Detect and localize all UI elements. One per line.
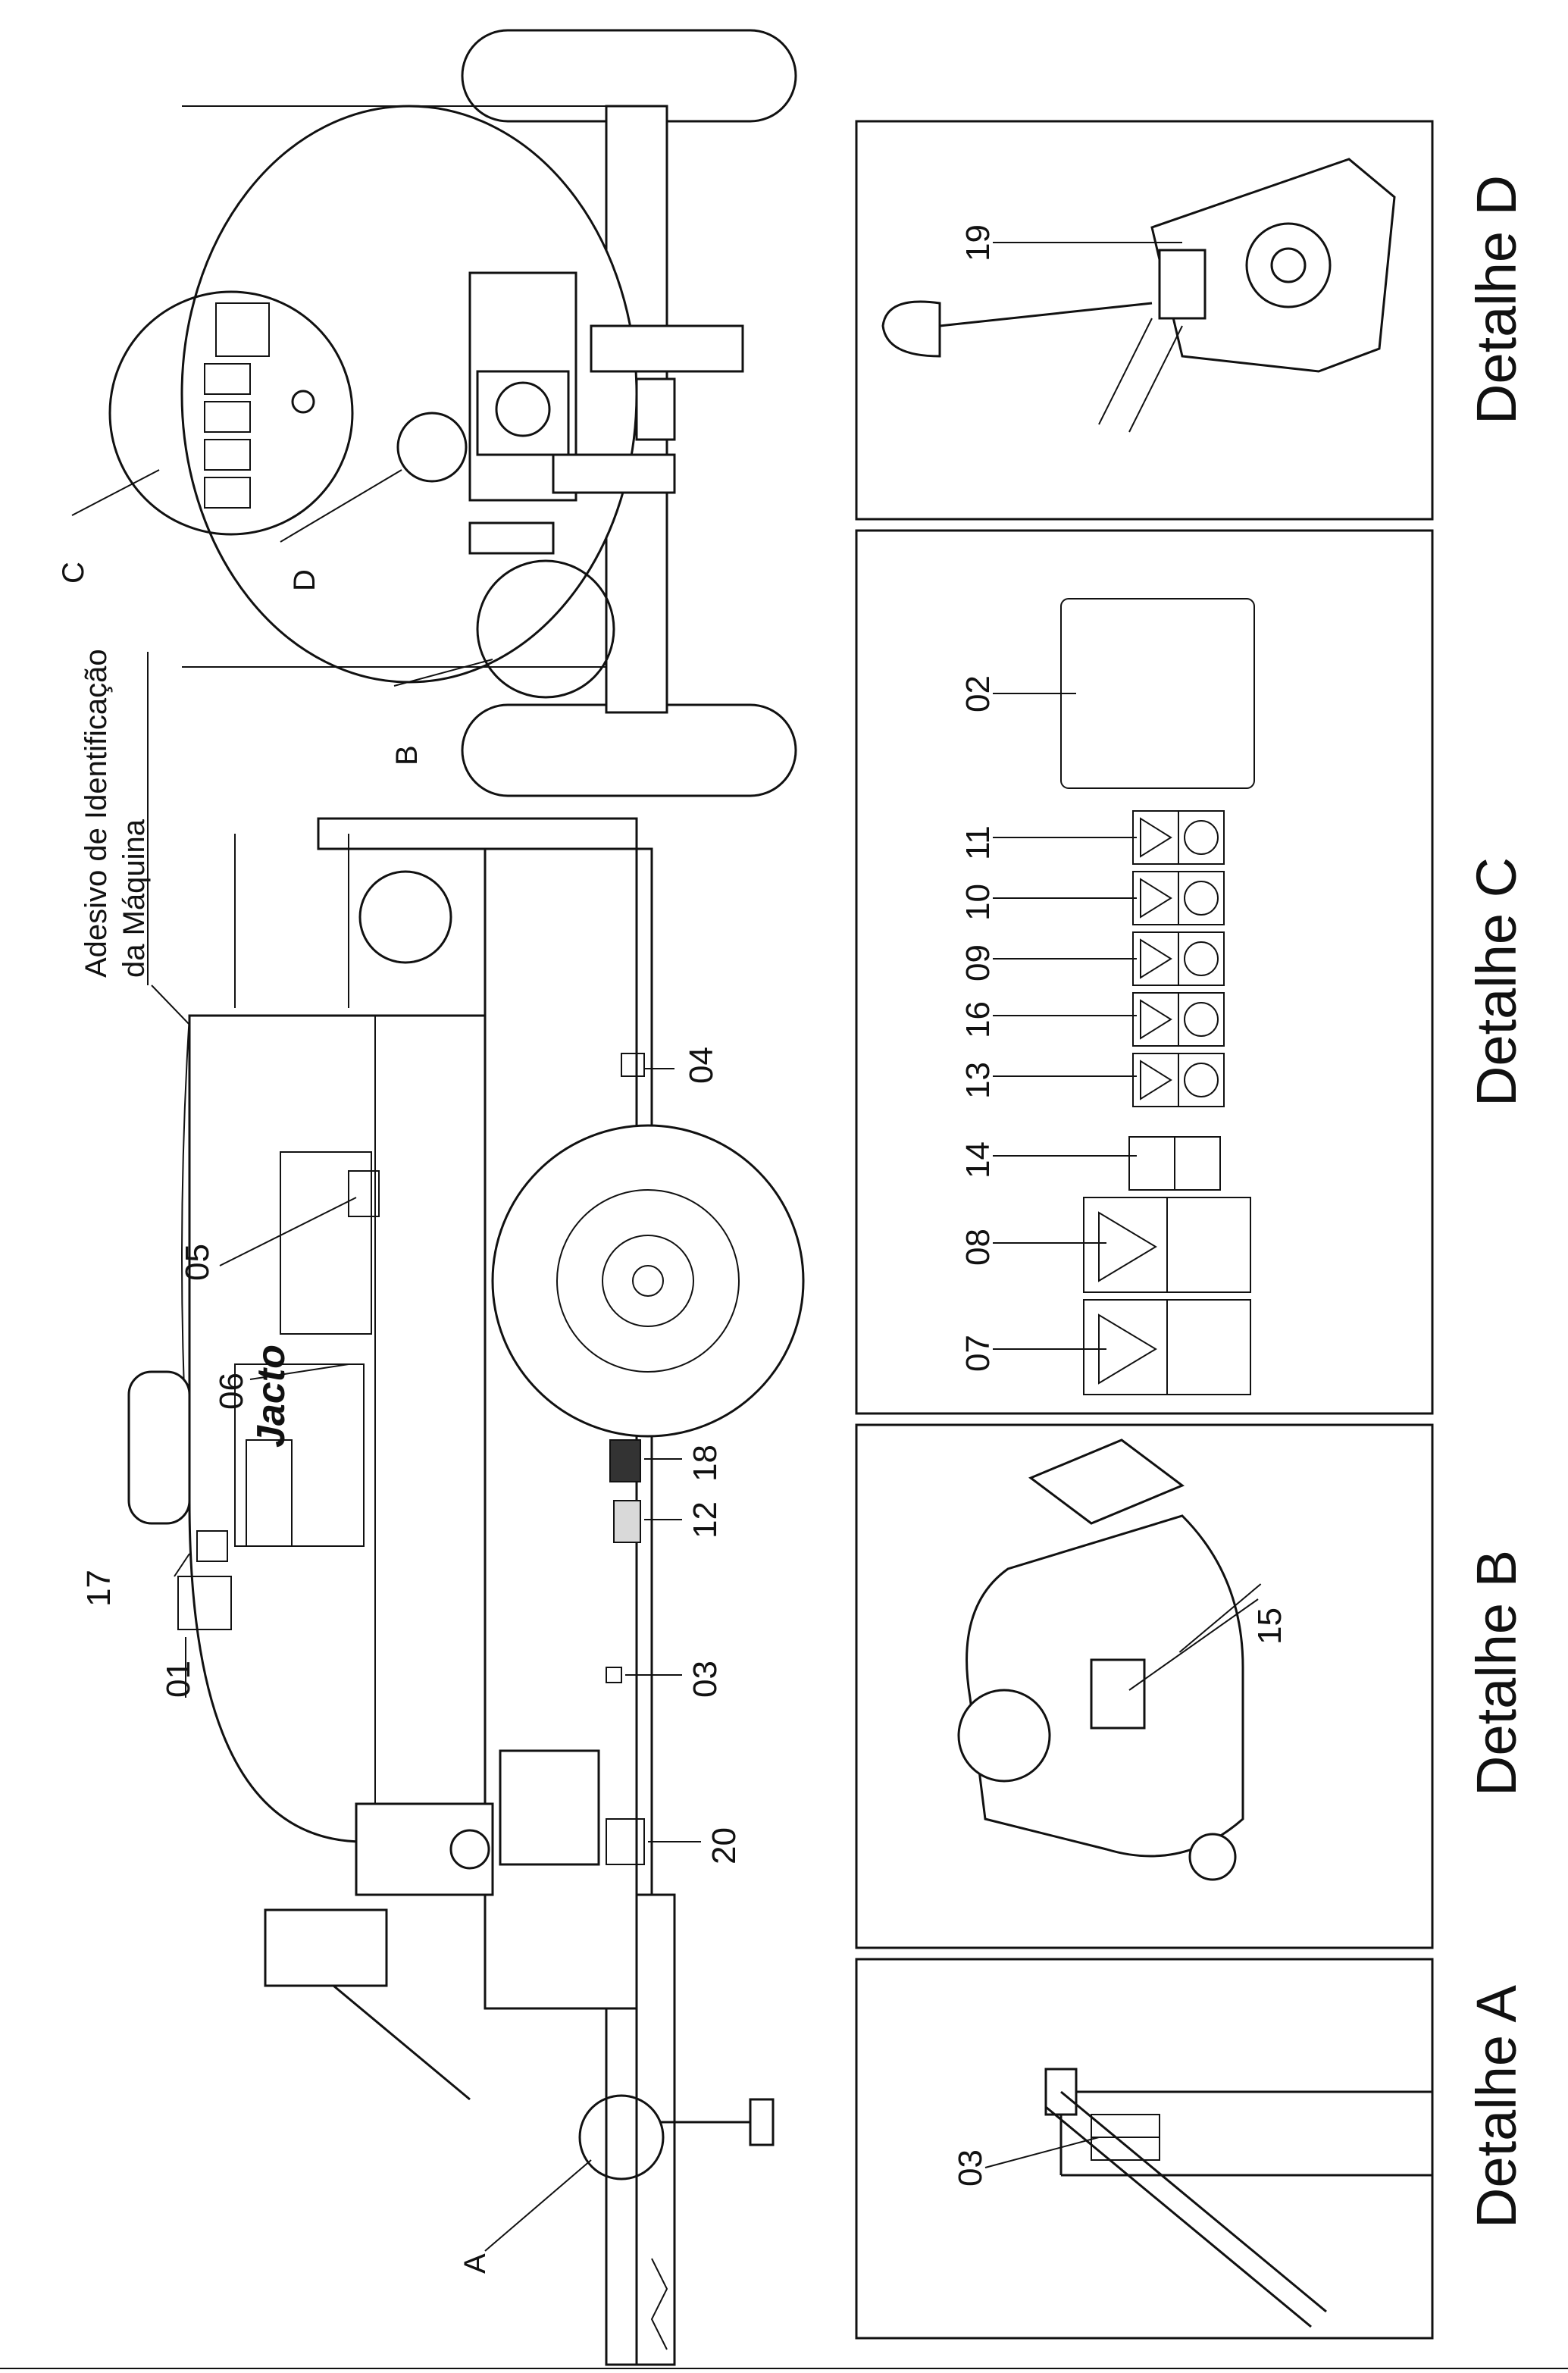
- label-18: 18: [687, 1445, 724, 1482]
- warning-triangle-icon: [1141, 1000, 1171, 1038]
- detail-b-panel: 15 Detalhe B: [856, 1425, 1528, 1948]
- label-19: 19: [959, 224, 997, 261]
- label-05: 05: [179, 1244, 216, 1281]
- sticker-15: [1091, 1660, 1144, 1728]
- label-07: 07: [959, 1335, 997, 1372]
- machine-label-line1: Adesivo de Identificação: [80, 649, 113, 978]
- label-20: 20: [706, 1827, 743, 1864]
- letter-d: D: [288, 569, 321, 591]
- label-06: 06: [213, 1373, 250, 1410]
- brand-logo: Jacto: [249, 1345, 293, 1448]
- label-02: 02: [959, 675, 997, 712]
- label-14: 14: [959, 1141, 997, 1179]
- label-03-detail: 03: [952, 2149, 989, 2187]
- detail-c-title: Detalhe C: [1465, 857, 1528, 1107]
- warning-triangle-icon: [1141, 940, 1171, 978]
- gearbox: [500, 1751, 599, 1864]
- label-12: 12: [687, 1501, 724, 1539]
- sticker-12: [614, 1501, 640, 1542]
- label-10: 10: [959, 884, 997, 921]
- label-04: 04: [683, 1047, 720, 1084]
- side-view-drawing: Jacto A 01: [80, 819, 803, 2365]
- tank-lid: [129, 1372, 189, 1523]
- detail-d-title: Detalhe D: [1465, 175, 1528, 424]
- label-08: 08: [959, 1229, 997, 1266]
- label-17: 17: [80, 1570, 117, 1607]
- lever-knob: [883, 302, 940, 356]
- warning-triangle-icon: [1141, 819, 1171, 856]
- main-wheel: [493, 1125, 803, 1436]
- tank-side: [189, 1016, 485, 1842]
- label-16: 16: [959, 1001, 997, 1038]
- sticker-19: [1160, 250, 1205, 318]
- warning-triangle-icon: [1141, 1061, 1171, 1099]
- machine-label-line2: da Máquina: [117, 819, 151, 978]
- sticker-18: [610, 1440, 640, 1482]
- warning-triangle-icon: [1141, 879, 1171, 917]
- label-03: 03: [687, 1661, 724, 1698]
- sticker-02: [1061, 599, 1254, 788]
- letter-a: A: [459, 2253, 492, 2274]
- letter-b: B: [390, 745, 424, 765]
- label-13: 13: [959, 1062, 997, 1099]
- detail-a-panel: 03 Detalhe A: [856, 1959, 1528, 2338]
- label-01: 01: [160, 1661, 197, 1698]
- detail-b-title: Detalhe B: [1465, 1550, 1528, 1796]
- detail-c-panel: 02 11 10 09 16 13 14 08 07 Detalhe C: [856, 531, 1528, 1413]
- label-11: 11: [959, 825, 997, 860]
- label-09: 09: [959, 944, 997, 981]
- label-15: 15: [1251, 1608, 1288, 1645]
- detail-d-panel: 19 Detalhe D: [856, 121, 1528, 519]
- detail-a-title: Detalhe A: [1465, 1984, 1528, 2228]
- rear-wheel-bottom: [462, 705, 796, 796]
- letter-c: C: [57, 562, 90, 584]
